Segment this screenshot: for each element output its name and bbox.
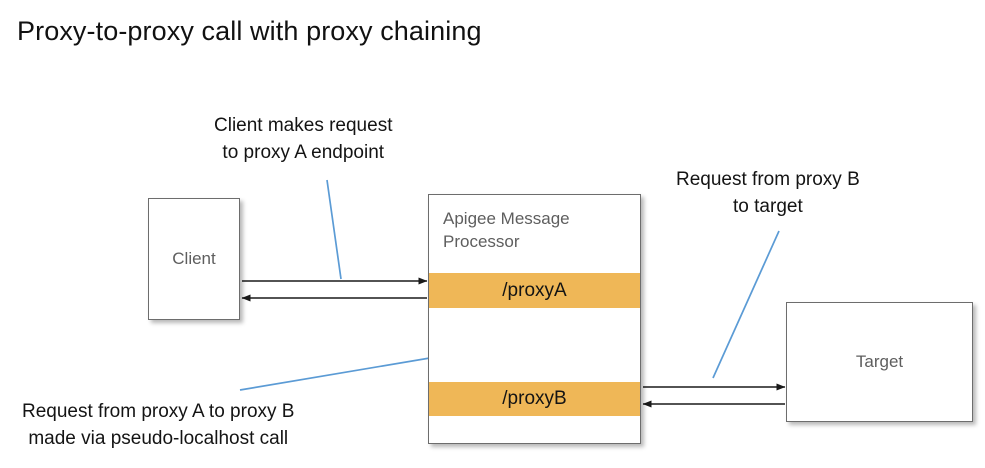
client-label: Client: [172, 249, 216, 268]
annotation-proxy-chaining-line1: Request from proxy A to proxy B: [22, 401, 295, 422]
annotation-proxyb-to-target-line1: Request from proxy B: [676, 169, 860, 190]
message-processor-title-line1: Apigee Message: [443, 209, 570, 228]
annotation-client-request-line1: Client makes request: [214, 115, 393, 136]
message-processor-node[interactable]: Apigee Message Processor /proxyA /proxyB: [428, 194, 641, 444]
leader-line-proxyb-to-target: [712, 230, 780, 379]
page-title: Proxy-to-proxy call with proxy chaining: [17, 16, 482, 46]
annotation-client-request-line2: to proxy A endpoint: [222, 141, 385, 163]
leader-line-client-request: [326, 179, 342, 280]
annotation-proxyb-to-target-line2: to target: [733, 195, 803, 217]
client-node[interactable]: Client: [148, 198, 240, 320]
annotation-proxy-chaining: Request from proxy A to proxy B made via…: [22, 399, 294, 453]
message-processor-title: Apigee Message Processor: [443, 207, 632, 254]
annotation-client-request: Client makes request to proxy A endpoint: [214, 113, 392, 167]
annotation-proxyb-to-target: Request from proxy B to target: [676, 167, 860, 221]
message-processor-title-line2: Processor: [443, 232, 520, 252]
proxy-a-label: /proxyA: [502, 279, 567, 301]
proxy-b-label: /proxyB: [502, 388, 567, 409]
annotation-proxy-chaining-line2: made via pseudo-localhost call: [28, 427, 289, 449]
target-node[interactable]: Target: [786, 302, 973, 422]
target-label: Target: [855, 352, 904, 371]
proxy-a-band[interactable]: /proxyA: [429, 273, 640, 308]
proxy-b-band[interactable]: /proxyB: [429, 382, 640, 416]
